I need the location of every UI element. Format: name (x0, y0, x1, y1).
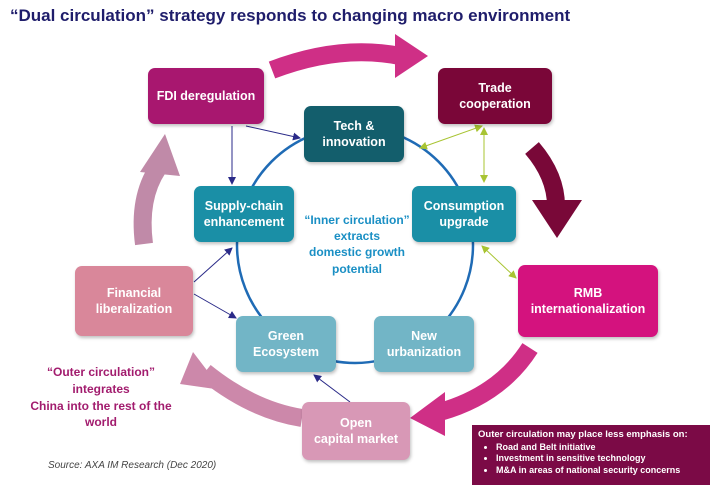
page-title: “Dual circulation” strategy responds to … (10, 6, 571, 25)
connector-financial-supply (193, 247, 233, 283)
open-capital-market-box: Open capital market (302, 402, 410, 460)
note-item: Investment in sensitive technology (496, 453, 704, 465)
supply-chain-enhancement-label: Supply-chain enhancement (203, 198, 285, 229)
financial-liberalization-box: Financial liberalization (75, 266, 193, 336)
connector-capital-green (313, 374, 351, 403)
financial-liberalization-label: Financial liberalization (95, 285, 173, 316)
connector-consumption-rmb (481, 245, 517, 279)
outer-circulation-note: Outer circulation may place less emphasi… (472, 425, 710, 485)
trade-cooperation-label: Trade cooperation (459, 80, 531, 111)
tech-innovation-box: Tech & innovation (304, 106, 404, 162)
outer-arrow-left (133, 134, 180, 246)
green-ecosystem-label: Green Ecosystem (252, 328, 319, 359)
note-list: Road and Belt initiative Investment in s… (478, 442, 704, 478)
connector-tech-trade (419, 124, 483, 150)
outer-arrow-bottom-left (180, 352, 304, 427)
rmb-internationalization-box: RMB internationalization (518, 265, 658, 337)
consumption-upgrade-label: Consumption upgrade (423, 198, 505, 229)
outer-arrow-right-top (525, 142, 582, 238)
outer-arrow-top (268, 34, 428, 79)
connector-fdi-tech (245, 125, 301, 141)
consumption-upgrade-box: Consumption upgrade (412, 186, 516, 242)
new-urbanization-box: New urbanization (374, 316, 474, 372)
supply-chain-enhancement-box: Supply-chain enhancement (194, 186, 294, 242)
outer-arrow-right-bottom (410, 342, 538, 436)
note-item: M&A in areas of national security concer… (496, 465, 704, 477)
inner-circulation-text: “Inner circulation” extracts domestic gr… (304, 213, 410, 276)
connector-financial-green (193, 293, 237, 319)
fdi-deregulation-box: FDI deregulation (148, 68, 264, 124)
rmb-internationalization-label: RMB internationalization (530, 285, 646, 316)
new-urbanization-label: New urbanization (386, 328, 462, 359)
green-ecosystem-box: Green Ecosystem (236, 316, 336, 372)
open-capital-market-label: Open capital market (313, 415, 399, 446)
fdi-deregulation-label: FDI deregulation (156, 88, 256, 103)
outer-circulation-text: “Outer circulation” integrates China int… (30, 365, 172, 430)
note-item: Road and Belt initiative (496, 442, 704, 454)
tech-innovation-label: Tech & innovation (322, 118, 386, 149)
trade-cooperation-box: Trade cooperation (438, 68, 552, 124)
source-note: Source: AXA IM Research (Dec 2020) (48, 460, 217, 471)
note-heading: Outer circulation may place less emphasi… (478, 429, 688, 440)
